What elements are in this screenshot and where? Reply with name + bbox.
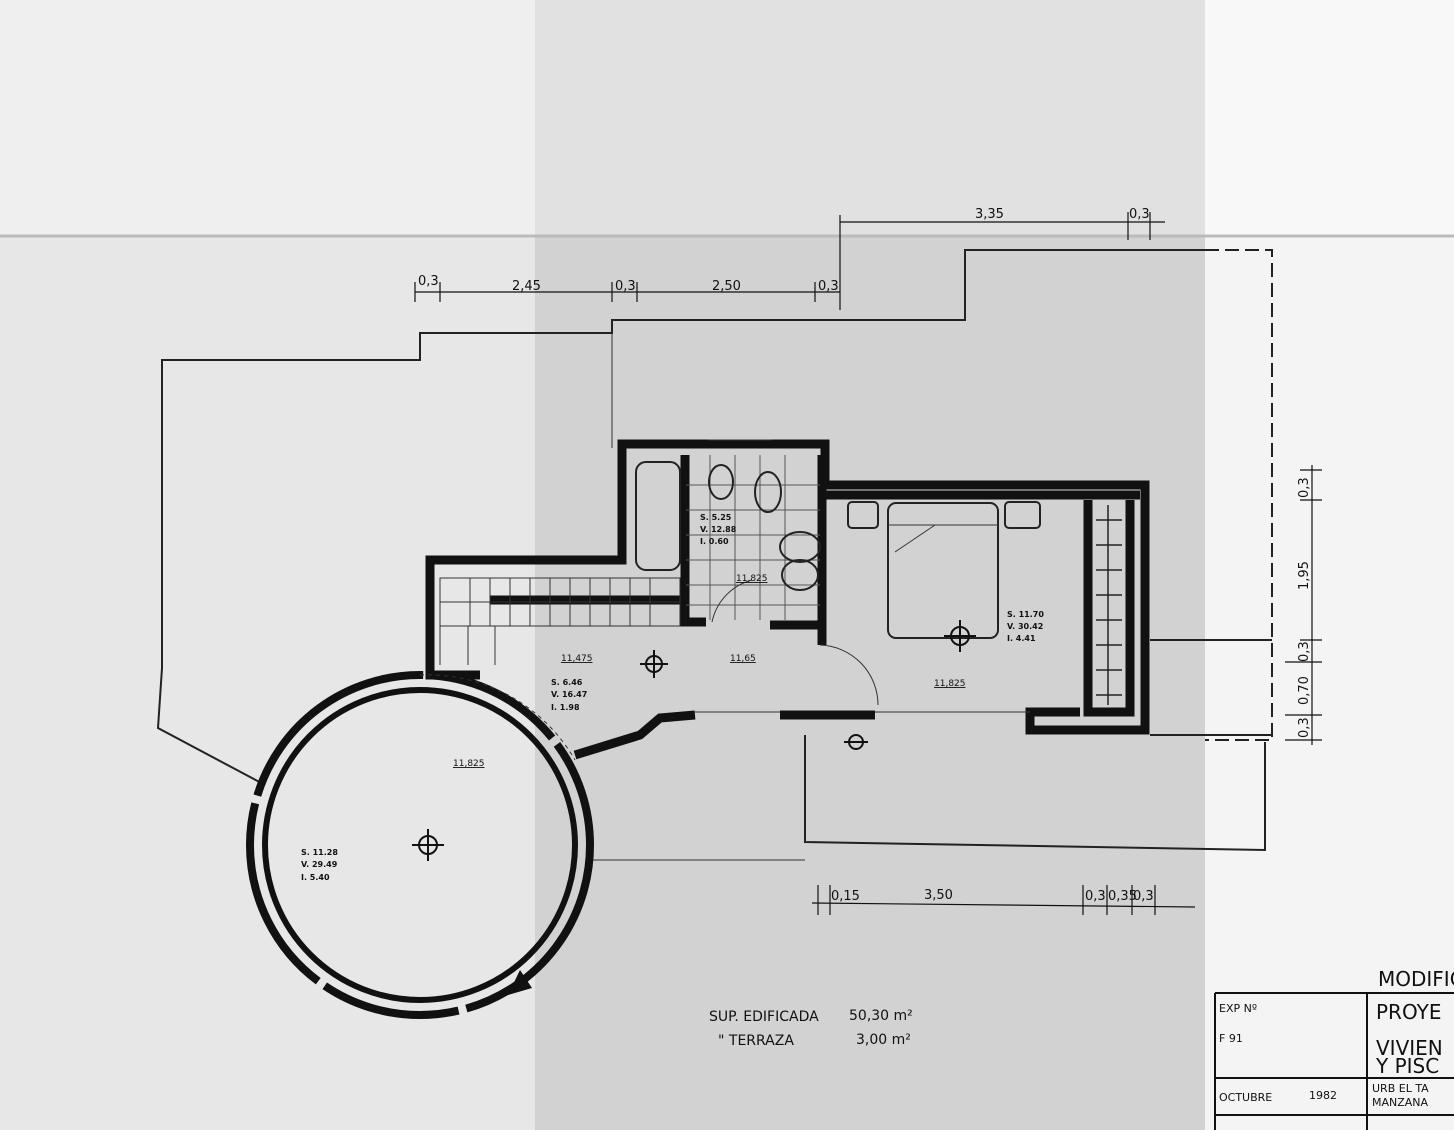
- stair-surface: S. 6.46: [551, 678, 583, 687]
- bath-level: 11,825: [736, 574, 768, 584]
- bedroom-level: 11,825: [934, 679, 966, 689]
- date-year: 1982: [1309, 1089, 1337, 1102]
- round-room-lighting: I. 5.40: [301, 873, 330, 882]
- dim-label: 2,45: [512, 279, 541, 294]
- dim-label: 0,3: [818, 279, 839, 294]
- closet-wall: [1083, 500, 1135, 717]
- paper-left-panel: [0, 0, 535, 1130]
- project-line-1: VIVIEN: [1376, 1036, 1443, 1060]
- dim-label: 0,15: [831, 889, 860, 904]
- date-month: OCTUBRE: [1219, 1091, 1272, 1104]
- terrace-outline-dashed: [1205, 249, 1273, 741]
- bedroom-surface: S. 11.70: [1007, 610, 1044, 619]
- terrace-area-label: " TERRAZA: [718, 1033, 794, 1049]
- address-line-1: URB EL TA: [1372, 1082, 1429, 1095]
- closet-rail: [1096, 505, 1122, 705]
- light-fixture-icon: [412, 829, 444, 861]
- dimension-line-top: [414, 212, 1165, 310]
- terrace-area-value: 3,00 m²: [856, 1032, 911, 1048]
- round-room-volume: V. 29.49: [301, 860, 338, 869]
- paper-right-panel: [1205, 0, 1454, 1130]
- light-fixture-icon: [944, 620, 976, 652]
- dim-label: 0,35: [1108, 889, 1137, 904]
- exterior-wall-south: [573, 710, 696, 760]
- light-fixture-icon: [640, 650, 668, 678]
- dim-label: 0,3: [1129, 207, 1150, 222]
- dim-label: 3,50: [924, 888, 953, 903]
- exp-value: F 91: [1219, 1032, 1243, 1045]
- built-area-value: 50,30 m²: [849, 1008, 913, 1024]
- nightstand-icon: [847, 501, 879, 529]
- sink-icon: [779, 531, 821, 563]
- terrace-lower-outline: [804, 735, 1266, 852]
- dim-label: 0,3: [1297, 477, 1312, 498]
- stair-level: 11,475: [561, 654, 593, 664]
- toilet-icon: [754, 471, 782, 513]
- dimension-line-right: [1285, 465, 1322, 745]
- nightstand-icon: [1004, 501, 1041, 529]
- paper-fold-top: [0, 0, 1454, 235]
- bath-lighting: I. 0.60: [700, 537, 729, 546]
- dim-label: 2,50: [712, 279, 741, 294]
- bidet-icon: [708, 464, 734, 500]
- title-heading: MODIFIC: [1378, 967, 1454, 991]
- dim-label: 3,35: [975, 207, 1004, 222]
- door-swing: [819, 644, 879, 706]
- dim-label: 1,95: [1297, 561, 1312, 590]
- bed-fold-line: [894, 524, 936, 553]
- hall-level: 11,65: [730, 654, 756, 664]
- round-room-opening: [419, 674, 576, 761]
- light-fixture-icon: [844, 734, 868, 750]
- staircase: [439, 577, 681, 665]
- built-area-label: SUP. EDIFICADA: [709, 1009, 819, 1025]
- dim-label: 0,3: [615, 279, 636, 294]
- title-block-frame: [1214, 992, 1454, 1130]
- project-line-2: Y PISC: [1375, 1054, 1439, 1078]
- round-room-surface: S. 11.28: [301, 848, 338, 857]
- bathtub-icon: [635, 461, 681, 571]
- stair-volume: V. 16.47: [551, 690, 587, 699]
- door-swing: [711, 579, 753, 623]
- stair-lighting: I. 1.98: [551, 703, 580, 712]
- round-room-inner-wall: [262, 687, 578, 1003]
- address-line-2: MANZANA: [1372, 1096, 1429, 1109]
- bath-wall: [680, 455, 706, 627]
- bedroom-volume: V. 30.42: [1007, 622, 1043, 631]
- dim-label: 0,3: [418, 274, 439, 289]
- bath-surface: S. 5.25: [700, 513, 732, 522]
- dim-label: 0,70: [1297, 676, 1312, 705]
- project-label: PROYE: [1376, 1000, 1441, 1024]
- bed-icon: [887, 502, 999, 639]
- dimension-line-bottom: [811, 885, 1196, 915]
- dim-label: 0,3: [1085, 889, 1106, 904]
- dim-label: 0,3: [1297, 717, 1312, 738]
- dim-label: 0,3: [1297, 641, 1312, 662]
- terrace-outline: [156, 249, 1205, 786]
- exp-label: EXP Nº: [1219, 1002, 1257, 1015]
- round-room-level: 11,825: [453, 759, 485, 769]
- entrance-arrow-icon: [508, 970, 532, 995]
- bath-volume: V. 12.88: [700, 525, 737, 534]
- paper-center-panel: [535, 0, 1205, 1130]
- sink-icon: [781, 559, 819, 591]
- dim-label: 0,3: [1133, 889, 1154, 904]
- bedroom-lighting: I. 4.41: [1007, 634, 1036, 643]
